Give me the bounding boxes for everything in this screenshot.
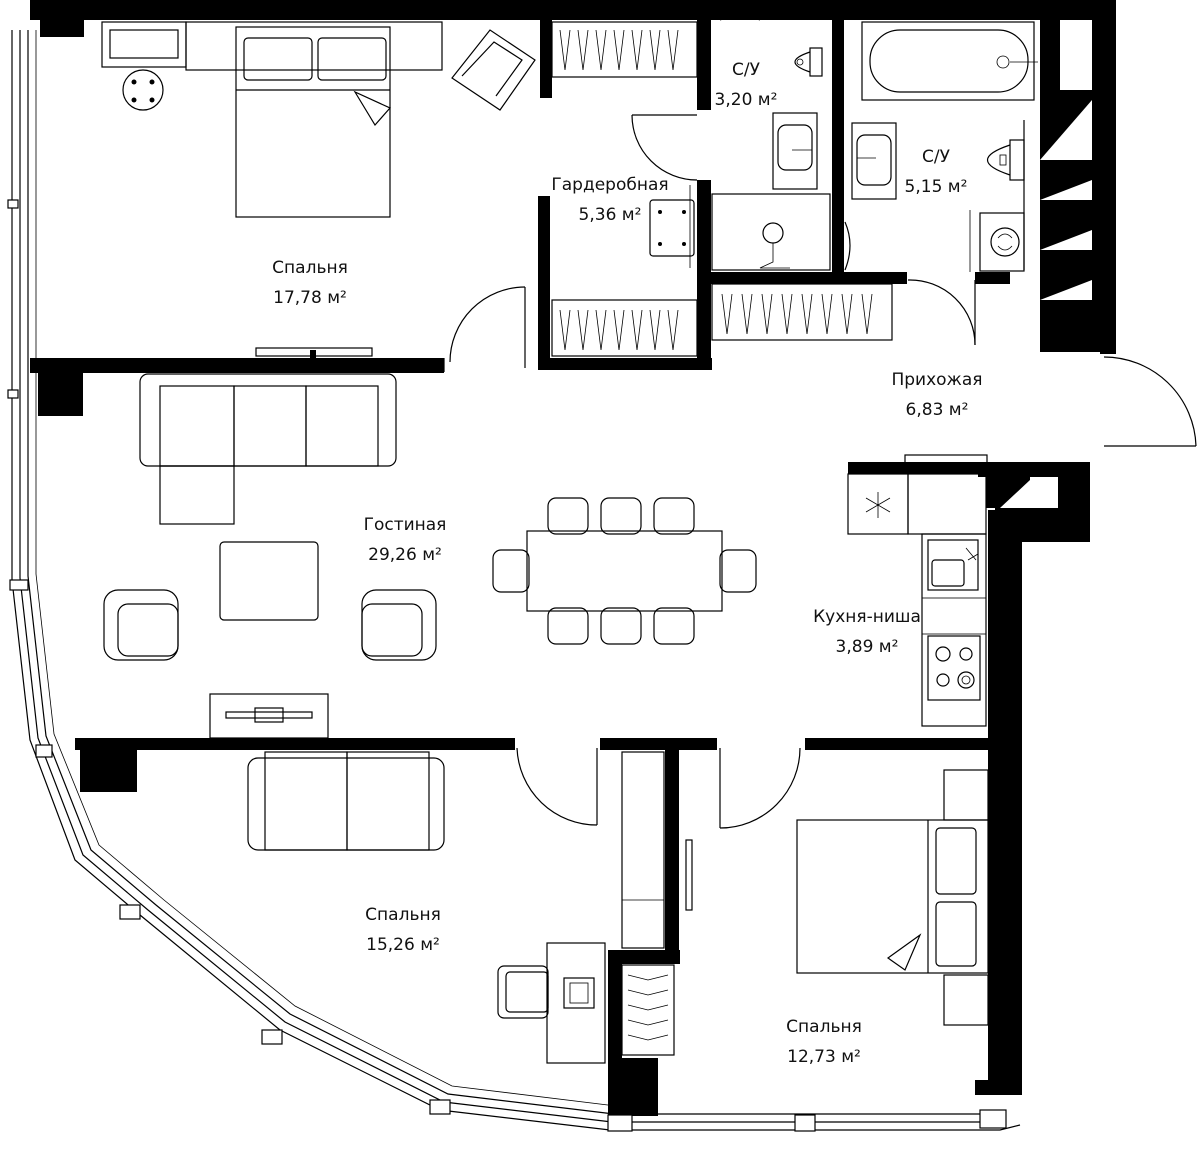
- sofa-icon: [139, 373, 397, 525]
- armchair-icon: [103, 589, 179, 661]
- room-area-bedroom-bottom-right: 12,73 м²: [787, 1047, 861, 1067]
- room-name-hallway: Прихожая: [891, 370, 982, 390]
- room-name-wardrobe: Гардеробная: [551, 175, 668, 195]
- bedroom-bottom-right-furniture: [796, 769, 989, 1026]
- tv-stand-icon: [209, 693, 329, 739]
- facade-windows: [7, 30, 1021, 1132]
- bed-icon: [796, 819, 989, 974]
- room-name-bath-large: С/У: [922, 147, 951, 167]
- wardrobe-stool-icon: [649, 199, 695, 257]
- bedroom-top-furniture: [101, 21, 536, 358]
- sink-icon: [851, 122, 897, 200]
- room-area-living: 29,26 м²: [368, 545, 442, 565]
- toilet-icon: [794, 47, 823, 77]
- room-area-kitchen: 3,89 м²: [836, 637, 899, 657]
- room-name-kitchen: Кухня-ниша: [813, 607, 921, 627]
- shower-icon: [711, 193, 831, 271]
- desk-icon: [546, 942, 606, 1064]
- fan-icon: [865, 492, 891, 518]
- bathroom-fixtures: [689, 21, 1038, 272]
- toilet-icon: [987, 139, 1025, 181]
- sink-icon: [772, 112, 818, 190]
- bed-icon: [235, 26, 391, 218]
- walls: [30, 0, 1116, 1117]
- room-area-bath-large: 5,15 м²: [905, 177, 968, 197]
- stove-icon: [927, 635, 981, 701]
- room-name-bath-small: С/У: [732, 60, 761, 80]
- room-area-bedroom-bottom-left: 15,26 м²: [366, 935, 440, 955]
- washing-machine-icon: [979, 212, 1025, 272]
- bathtub-icon: [861, 21, 1038, 101]
- dining-table-icon: [492, 497, 757, 645]
- armchair-icon: [361, 589, 437, 661]
- chair-icon: [497, 965, 549, 1019]
- room-name-living: Гостиная: [364, 515, 447, 535]
- room-area-wardrobe: 5,36 м²: [579, 205, 642, 225]
- doors: [443, 15, 1197, 829]
- armchair-icon: [451, 29, 536, 111]
- room-area-bath-small: 3,20 м²: [715, 90, 778, 110]
- room-name-bedroom-bottom-right: Спальня: [786, 1017, 862, 1037]
- wardrobe-racks: [551, 21, 893, 1056]
- sink-icon: [927, 539, 979, 591]
- living-furniture: [103, 373, 757, 739]
- room-area-hallway: 6,83 м²: [906, 400, 969, 420]
- room-area-bedroom-top: 17,78 м²: [273, 288, 347, 308]
- room-name-bedroom-bottom-left: Спальня: [365, 905, 441, 925]
- bedroom-bottom-left-furniture: [247, 751, 693, 1064]
- kitchen-furniture: [847, 454, 988, 727]
- sofa-icon: [247, 751, 445, 851]
- room-name-bedroom-top: Спальня: [272, 258, 348, 278]
- room-labels: Спальня 17,78 м² Гардеробная 5,36 м² С/У…: [272, 60, 982, 1067]
